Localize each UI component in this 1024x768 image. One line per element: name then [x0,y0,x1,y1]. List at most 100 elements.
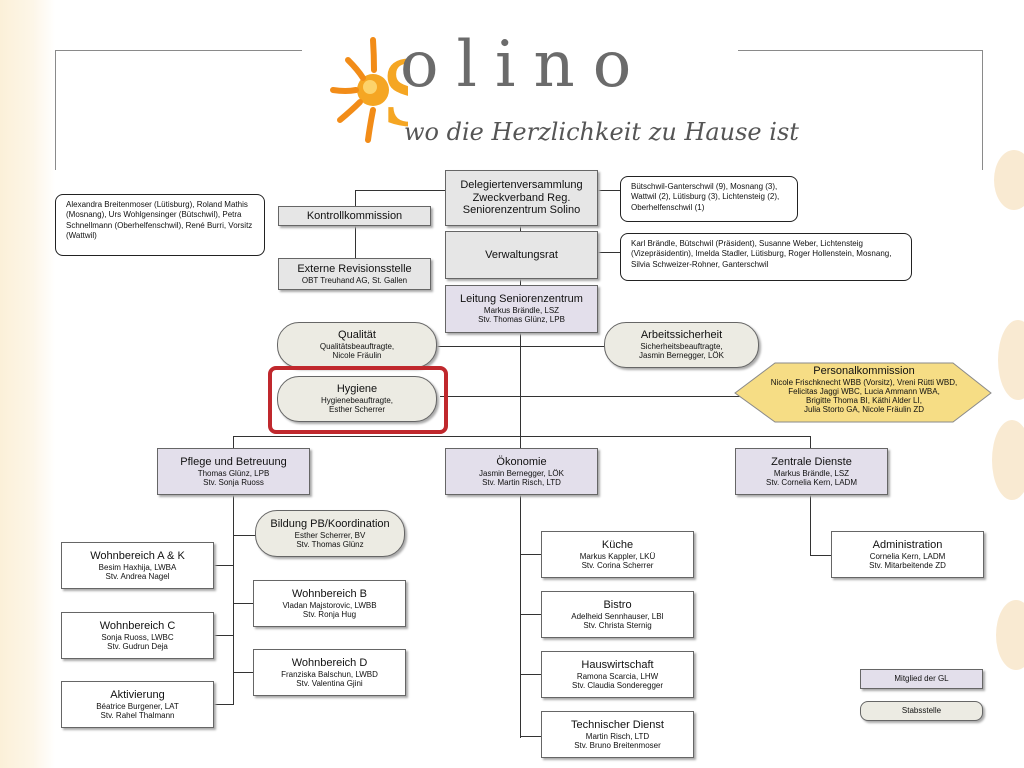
personalkommission-line2: Felicitas Jaggi WBC, Lucia Ammann WBA, [788,386,940,396]
arbeitssicherheit-box: Arbeitssicherheit Sicherheitsbeauftragte… [604,322,759,368]
leitung-box: Leitung Seniorenzentrum Markus Brändle, … [445,285,598,333]
legend-stab-label: Stabsstelle [901,706,942,716]
connector [214,704,234,705]
qualitaet-title: Qualität [338,329,376,342]
technischer-dienst-line2: Stv. Bruno Breitenmoser [574,740,661,750]
personalkommission-line3: Brigitte Thoma BI, Käthi Alder LI, [806,396,922,406]
hauswirtschaft-title: Hauswirtschaft [581,658,654,671]
decor-blob [996,600,1024,670]
wohnbereich-c-box: Wohnbereich C Sonja Ruoss, LWBC Stv. Gud… [61,612,214,659]
wohnbereich-d-box: Wohnbereich D Franziska Balschun, LWBD S… [253,649,406,696]
zentrale-box: Zentrale Dienste Markus Brändle, LSZ Stv… [735,448,888,495]
zentrale-line1: Markus Brändle, LSZ [773,468,850,478]
wohnbereich-c-line2: Stv. Gudrun Deja [107,641,168,651]
arbeitssicherheit-line1: Sicherheitsbeauftragte, [640,342,723,352]
pflege-title: Pflege und Betreuung [180,455,287,468]
leitung-line2: Stv. Thomas Glünz, LPB [478,315,565,325]
administration-line2: Stv. Mitarbeitende ZD [869,560,946,570]
legend-gl-member: Mitglied der GL [860,669,983,689]
bildung-line1: Esther Scherrer, BV [294,530,366,540]
administration-box: Administration Cornelia Kern, LADM Stv. … [831,531,984,578]
revisionsstelle-line1: OBT Treuhand AG, St. Gallen [301,275,408,285]
hygiene-title: Hygiene [336,383,378,396]
kontrollkommission-members-note: Alexandra Breitenmoser (Lütisburg), Rola… [55,194,265,256]
pflege-line1: Thomas Glünz, LPB [197,468,270,478]
highlight-frame [268,366,448,434]
hauswirtschaft-line1: Ramona Scarcia, LHW [576,671,659,681]
wohnbereich-a-box: Wohnbereich A & K Besim Haxhija, LWBA St… [61,542,214,589]
bildung-line2: Stv. Thomas Glünz [296,539,364,549]
frame-line [738,50,983,51]
connector [598,252,620,253]
pflege-spine [233,495,234,705]
frame-line [982,50,983,170]
qualitaet-line2: Nicole Fräulin [332,351,382,361]
administration-title: Administration [872,538,943,551]
connector [810,555,832,556]
kueche-title: Küche [601,538,634,551]
oekonomie-box: Ökonomie Jasmin Bernegger, LÖK Stv. Mart… [445,448,598,495]
connector [233,535,257,536]
kueche-line1: Markus Kappler, LKÜ [579,551,656,561]
kontrollkommission-box: Kontrollkommission [278,206,431,226]
arbeitssicherheit-line2: Jasmin Bernegger, LÖK [639,351,724,361]
connector [355,190,356,206]
personalkommission-line1: Nicole Frischknecht WBB (Vorsitz), Vreni… [770,377,958,387]
decor-blob [994,150,1024,210]
connector [598,190,620,191]
legend-stabsstelle: Stabsstelle [860,701,983,721]
kueche-box: Küche Markus Kappler, LKÜ Stv. Corina Sc… [541,531,694,578]
bistro-box: Bistro Adelheid Sennhauser, LBI Stv. Chr… [541,591,694,638]
oekonomie-line1: Jasmin Bernegger, LÖK [479,468,564,478]
connector [520,614,542,615]
logo-word: olino [400,28,650,102]
connector [214,565,234,566]
logo-initial: S [380,42,408,147]
oekonomie-line2: Stv. Martin Risch, LTD [482,477,561,487]
pflege-box: Pflege und Betreuung Thomas Glünz, LPB S… [157,448,310,495]
logo-tagline: wo die Herzlichkeit zu Hause ist [404,118,799,146]
leitung-line1: Markus Brändle, LSZ [483,306,560,316]
connector [355,190,445,191]
bistro-line2: Stv. Christa Sternig [583,620,652,630]
connector [520,674,542,675]
wohnbereich-d-title: Wohnbereich D [291,656,368,669]
aktivierung-box: Aktivierung Béatrice Burgener, LAT Stv. … [61,681,214,728]
personalkommission-diamond [734,362,992,423]
hygiene-box[interactable]: Hygiene Hygienebeauftragte, Esther Scher… [277,376,437,422]
verwaltungsrat-box: Verwaltungsrat [445,231,598,279]
connector [233,436,811,437]
zentrale-title: Zentrale Dienste [771,455,852,468]
oekonomie-title: Ökonomie [496,455,547,468]
aktivierung-line2: Stv. Rahel Thalmann [100,710,175,720]
connector [214,635,234,636]
wohnbereich-d-line1: Franziska Balschun, LWBD [281,669,378,679]
wohnbereich-b-box: Wohnbereich B Vladan Majstorovic, LWBB S… [253,580,406,627]
bildung-box: Bildung PB/Koordination Esther Scherrer,… [255,510,405,557]
connector [233,672,253,673]
revisionsstelle-title: Externe Revisionsstelle [297,263,412,276]
kontrollkommission-title: Kontrollkommission [306,209,403,222]
legend-gl-label: Mitglied der GL [894,674,949,684]
technischer-dienst-title: Technischer Dienst [571,718,664,731]
personalkommission-box: Personalkommission Nicole Frischknecht W… [750,365,978,414]
hygiene-line1: Hygienebeauftragte, [320,396,394,406]
revisionsstelle-box: Externe Revisionsstelle OBT Treuhand AG,… [278,258,431,290]
connector [810,495,811,555]
connector [355,226,356,258]
connector [233,436,234,448]
connector [520,736,542,737]
aktivierung-title: Aktivierung [110,688,165,701]
delegiertenversammlung-box: Delegiertenversammlung Zweckverband Reg.… [445,170,598,226]
decor-blob [998,320,1024,400]
arbeitssicherheit-title: Arbeitssicherheit [640,329,723,342]
right-background-strip [984,0,1024,768]
wohnbereich-d-line2: Stv. Valentina Gjini [296,678,363,688]
wohnbereich-a-title: Wohnbereich A & K [90,549,185,562]
technischer-dienst-box: Technischer Dienst Martin Risch, LTD Stv… [541,711,694,758]
aktivierung-line1: Béatrice Burgener, LAT [96,701,179,711]
verwaltungsrat-members-note: Karl Brändle, Bütschwil (Präsident), Sus… [620,233,912,281]
connector [437,346,607,347]
connector [233,603,253,604]
